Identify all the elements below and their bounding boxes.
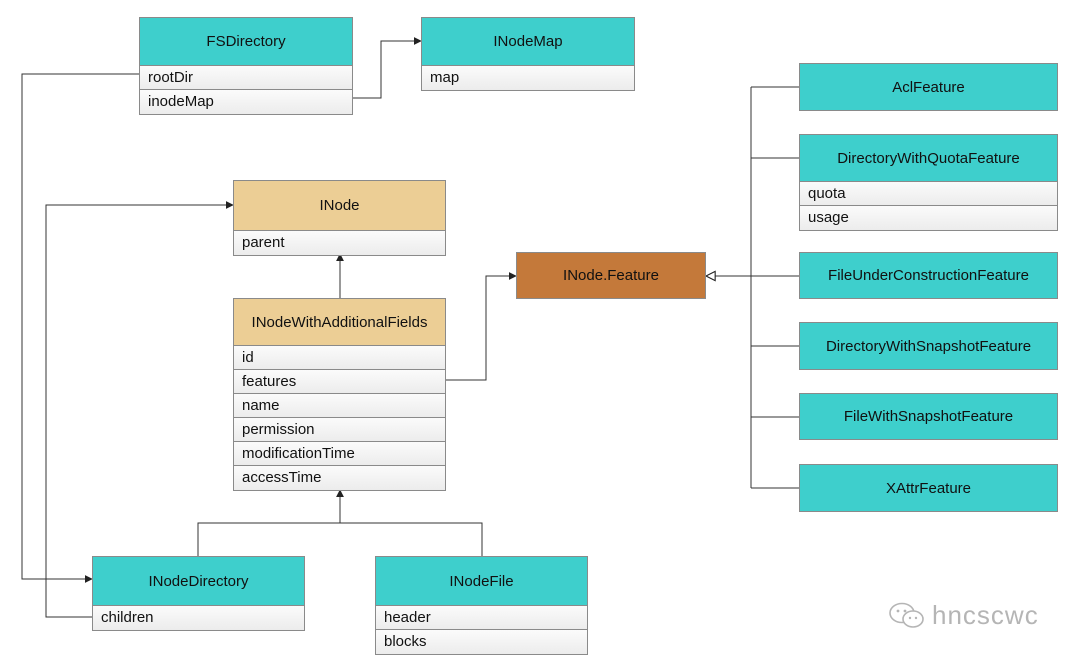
class-inode-feature: INode.Feature <box>516 252 706 299</box>
class-inodemap: INodeMap map <box>421 17 635 91</box>
field-id: id <box>234 346 445 370</box>
field-map: map <box>422 66 634 90</box>
field-modificationtime: modificationTime <box>234 442 445 466</box>
class-fileunderconstructionfeature: FileUnderConstructionFeature <box>799 252 1058 299</box>
class-title: XAttrFeature <box>800 465 1057 511</box>
class-filewithsnapshotfeature: FileWithSnapshotFeature <box>799 393 1058 440</box>
field-quota: quota <box>800 182 1057 206</box>
class-title: INode <box>234 181 445 231</box>
edge-inodedirectory-extends-waf <box>197 522 340 556</box>
class-inodedirectory: INodeDirectory children <box>92 556 305 631</box>
field-accesstime: accessTime <box>234 466 445 490</box>
watermark-text: hncscwc <box>932 600 1039 630</box>
field-parent: parent <box>234 231 445 255</box>
class-inodefile: INodeFile header blocks <box>375 556 588 655</box>
class-title: FileWithSnapshotFeature <box>800 394 1057 439</box>
edge-inodefile-extends-waf <box>336 489 483 556</box>
class-title: FSDirectory <box>140 18 352 66</box>
class-title: INodeDirectory <box>93 557 304 606</box>
field-children: children <box>93 606 304 630</box>
class-title: INodeWithAdditionalFields <box>234 299 445 346</box>
field-header: header <box>376 606 587 630</box>
class-title: DirectoryWithSnapshotFeature <box>800 323 1057 369</box>
field-permission: permission <box>234 418 445 442</box>
field-features: features <box>234 370 445 394</box>
class-aclfeature: AclFeature <box>799 63 1058 111</box>
edge-inodemap-to-inodemap-class <box>353 37 422 99</box>
class-title: INode.Feature <box>517 253 705 298</box>
class-directorywithsnapshotfeature: DirectoryWithSnapshotFeature <box>799 322 1058 370</box>
class-title: INodeFile <box>376 557 587 606</box>
field-name: name <box>234 394 445 418</box>
edge-children-to-inode <box>45 201 234 618</box>
class-directorywithquotafeature: DirectoryWithQuotaFeature quota usage <box>799 134 1058 231</box>
class-inodewithadditionalfields: INodeWithAdditionalFields id features na… <box>233 298 446 491</box>
edge-rootdir-to-inodedirectory <box>21 73 139 583</box>
field-inodemap: inodeMap <box>140 90 352 114</box>
class-title: FileUnderConstructionFeature <box>800 253 1057 298</box>
class-title: INodeMap <box>422 18 634 66</box>
field-rootdir: rootDir <box>140 66 352 90</box>
class-fsdirectory: FSDirectory rootDir inodeMap <box>139 17 353 115</box>
field-usage: usage <box>800 206 1057 230</box>
class-inode: INode parent <box>233 180 446 256</box>
watermark: hncscwc <box>888 600 1039 631</box>
class-title: AclFeature <box>800 64 1057 110</box>
class-xattrfeature: XAttrFeature <box>799 464 1058 512</box>
class-title: DirectoryWithQuotaFeature <box>800 135 1057 182</box>
edge-features-to-feature <box>446 272 517 381</box>
wechat-icon <box>889 602 924 628</box>
field-blocks: blocks <box>376 630 587 654</box>
